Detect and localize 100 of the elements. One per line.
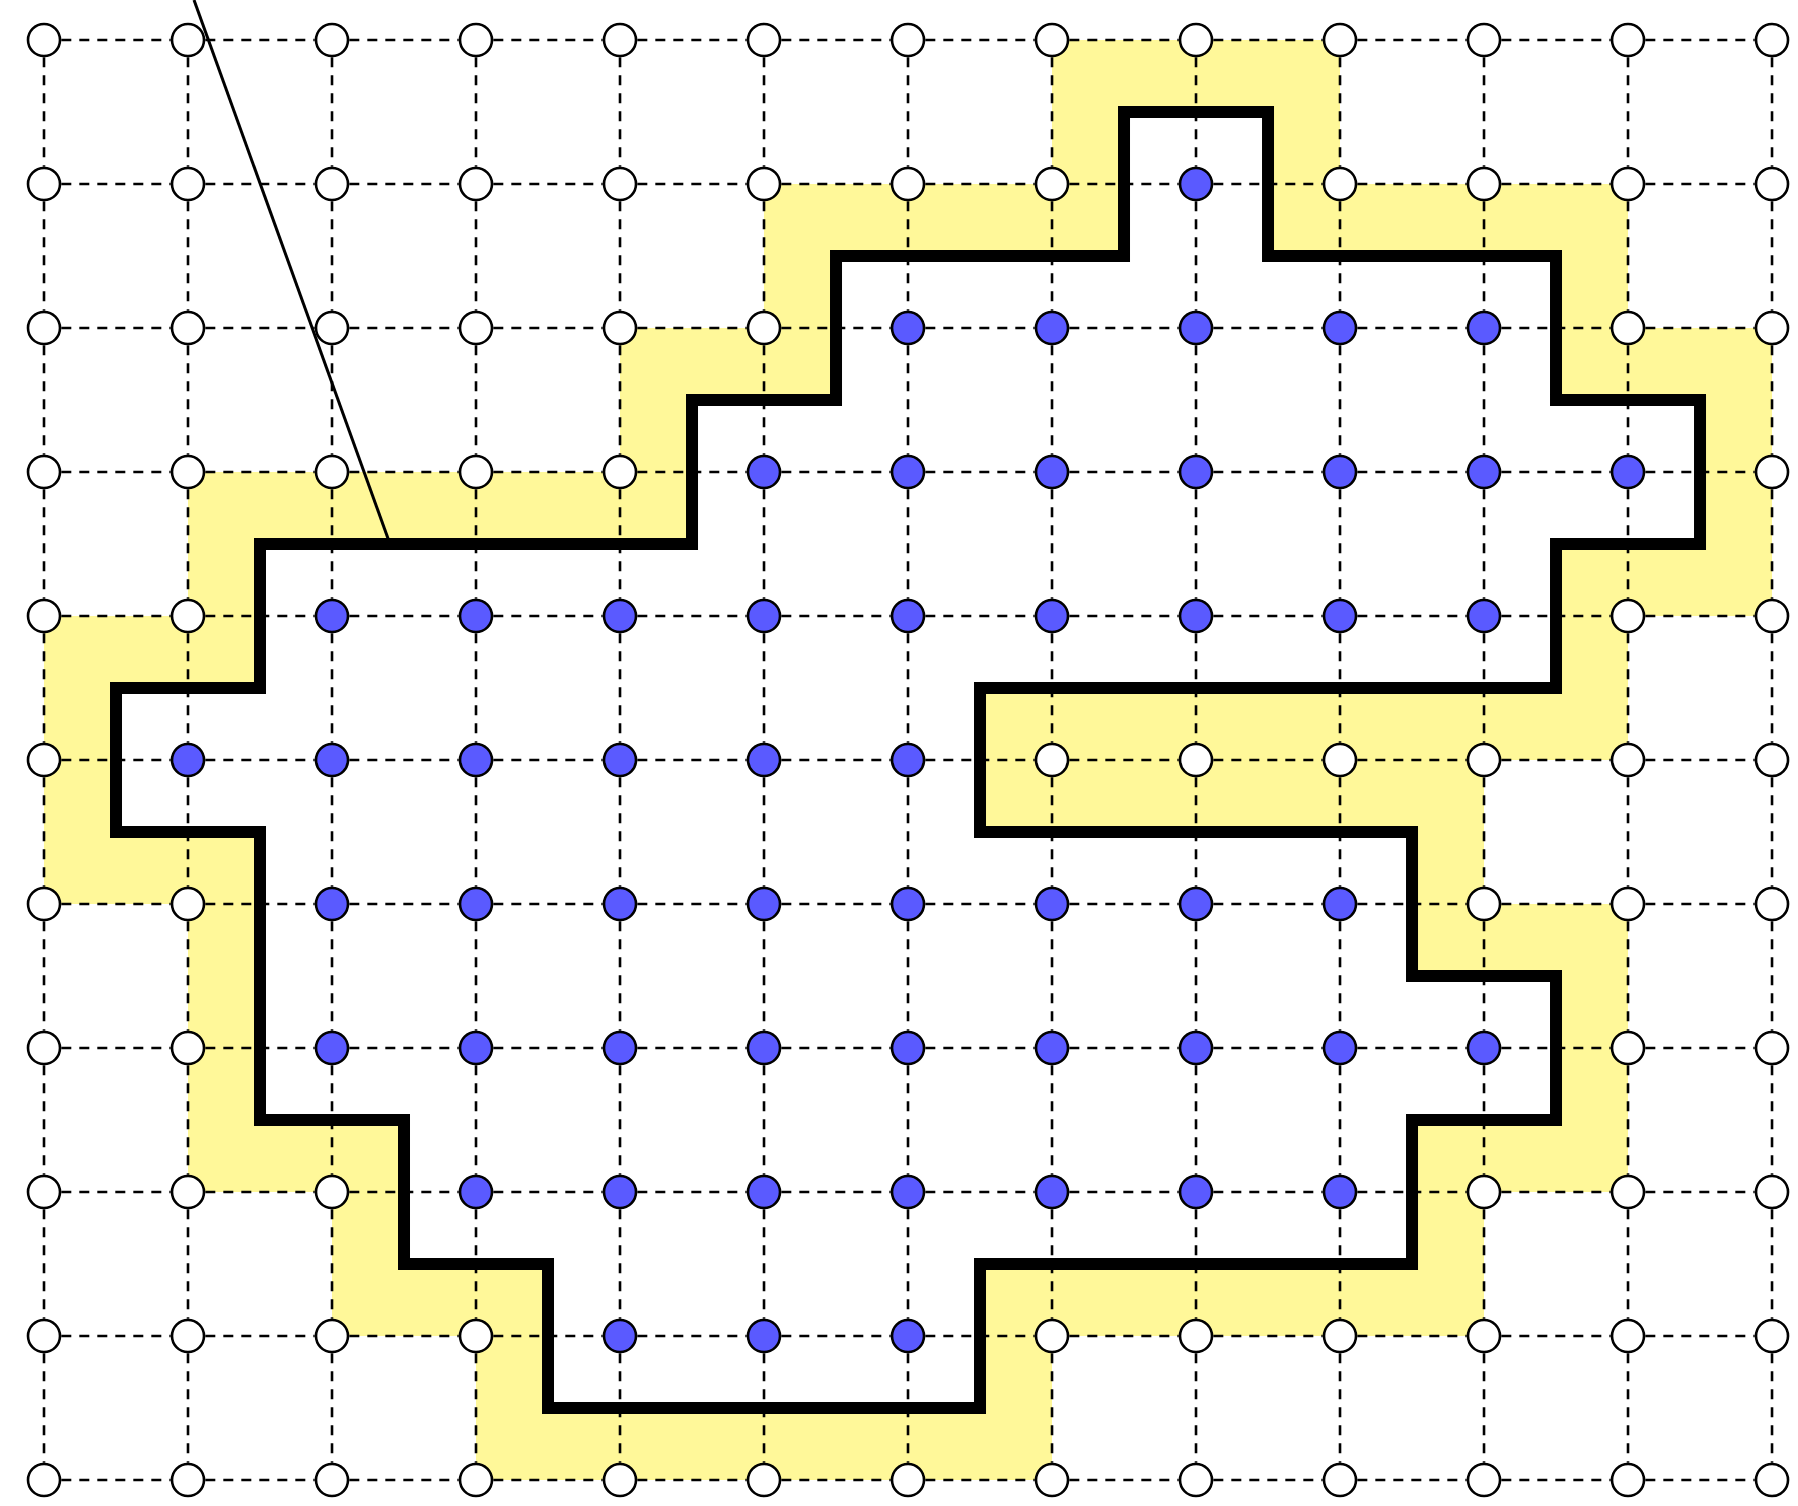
grid-node (26, 166, 62, 202)
dashed-line (781, 38, 891, 42)
dashed-line (474, 1209, 478, 1319)
dashed-line (1645, 326, 1755, 330)
dashed-line (906, 1353, 910, 1463)
filled-grid-node (746, 598, 782, 634)
dashed-line (205, 1046, 315, 1050)
dashed-line (1050, 489, 1054, 599)
dashed-line (925, 38, 1035, 42)
dashed-line (781, 470, 891, 474)
grid-node (602, 22, 638, 58)
filled-grid-node (458, 886, 494, 922)
filled-grid-node (602, 742, 638, 778)
dashed-line (1501, 614, 1611, 618)
dashed-line (618, 1065, 622, 1175)
filled-grid-node (890, 310, 926, 346)
dashed-line (1213, 326, 1323, 330)
filled-grid-node (602, 1174, 638, 1210)
dashed-line (1357, 1334, 1467, 1338)
dashed-line (637, 38, 747, 42)
dashed-line (1069, 470, 1179, 474)
dashed-line (1050, 1209, 1054, 1319)
grid-node (458, 1462, 494, 1498)
dashed-line (493, 182, 603, 186)
dashed-line (1357, 1478, 1467, 1482)
dashed-line (205, 614, 315, 618)
grid-node (1754, 22, 1790, 58)
dashed-line (349, 1190, 459, 1194)
grid-node (1466, 22, 1502, 58)
dashed-line (1626, 57, 1630, 167)
dashed-line (1482, 201, 1486, 311)
dashed-line (186, 201, 190, 311)
dashed-line (42, 201, 46, 311)
dashed-line (1626, 921, 1630, 1031)
filled-grid-node (746, 742, 782, 778)
dashed-line (1050, 57, 1054, 167)
dashed-line (925, 614, 1035, 618)
dashed-line (186, 777, 190, 887)
dashed-line (1069, 1334, 1179, 1338)
grid-node (746, 166, 782, 202)
dashed-line (186, 489, 190, 599)
grid-node (170, 310, 206, 346)
dashed-line (1770, 1065, 1774, 1175)
grid-node (26, 1462, 62, 1498)
grid-node (602, 166, 638, 202)
dashed-line (493, 1190, 603, 1194)
dashed-line (1213, 1046, 1323, 1050)
dashed-line (61, 1046, 171, 1050)
filled-grid-node (1178, 310, 1214, 346)
filled-grid-node (1034, 454, 1070, 490)
dashed-line (61, 1478, 171, 1482)
dashed-line (61, 758, 171, 762)
dashed-line (1213, 470, 1323, 474)
dashed-line (1482, 57, 1486, 167)
dashed-line (186, 345, 190, 455)
dashed-line (1645, 902, 1755, 906)
grid-node (1754, 1318, 1790, 1354)
dashed-line (618, 201, 622, 311)
dashed-line (925, 758, 1035, 762)
dashed-line (349, 1046, 459, 1050)
dashed-line (1213, 38, 1323, 42)
dashed-line (349, 758, 459, 762)
dashed-line (330, 57, 334, 167)
filled-grid-node (458, 1174, 494, 1210)
dashed-line (493, 38, 603, 42)
filled-grid-node (890, 742, 926, 778)
dashed-line (1213, 902, 1323, 906)
dashed-line (906, 345, 910, 455)
dashed-line (1645, 182, 1755, 186)
dashed-line (474, 1065, 478, 1175)
dashed-line (474, 201, 478, 311)
grid-node (1754, 310, 1790, 346)
filled-grid-node (890, 598, 926, 634)
filled-grid-node (1178, 454, 1214, 490)
dashed-line (61, 614, 171, 618)
dashed-line (1357, 326, 1467, 330)
dashed-line (349, 326, 459, 330)
dashed-line (1501, 1046, 1611, 1050)
dashed-line (1050, 633, 1054, 743)
dashed-line (186, 921, 190, 1031)
grid-node (602, 1462, 638, 1498)
dashed-line (618, 1209, 622, 1319)
dashed-line (186, 57, 190, 167)
dashed-line (330, 345, 334, 455)
filled-grid-node (458, 598, 494, 634)
dashed-line (186, 633, 190, 743)
dashed-line (42, 1353, 46, 1463)
grid-node (746, 1462, 782, 1498)
filled-grid-node (1322, 886, 1358, 922)
dashed-line (781, 758, 891, 762)
dashed-line (474, 489, 478, 599)
dashed-line (1501, 182, 1611, 186)
dashed-line (493, 1334, 603, 1338)
dashed-line (330, 1353, 334, 1463)
grid-node (314, 1462, 350, 1498)
dashed-line (42, 1209, 46, 1319)
grid-node (1178, 1462, 1214, 1498)
filled-grid-node (1466, 1030, 1502, 1066)
grid-node (1322, 1318, 1358, 1354)
dashed-line (762, 1353, 766, 1463)
